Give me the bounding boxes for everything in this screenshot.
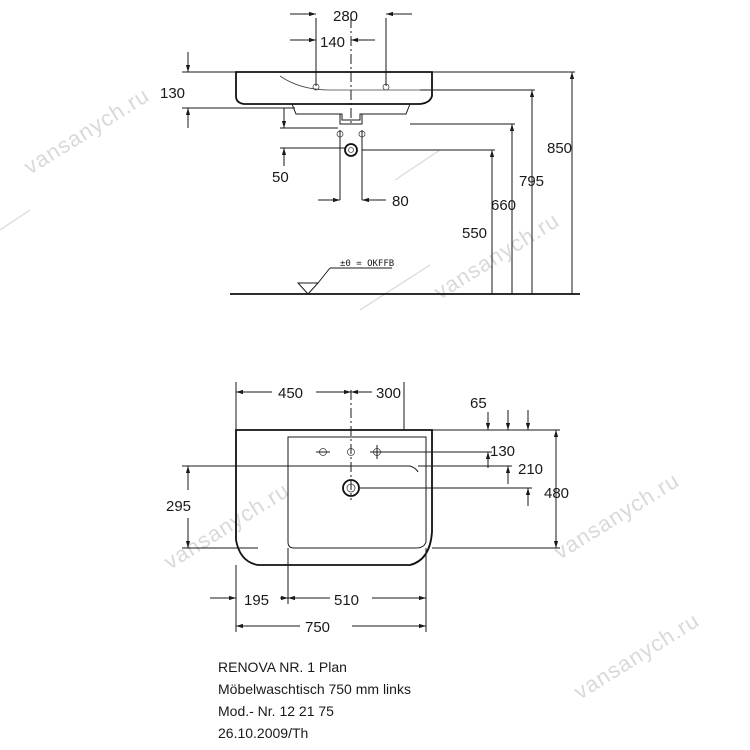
floor-label: ±0 = OKFFB: [340, 259, 394, 269]
top-view: 450 300 65 130 210 480 295: [166, 382, 569, 636]
dim-140: 140: [320, 34, 345, 51]
dim-550: 550: [462, 225, 487, 242]
dim-295: 295: [166, 498, 191, 515]
dim-130-top: 130: [490, 443, 515, 460]
dim-195: 195: [244, 592, 269, 609]
dim-300: 300: [376, 385, 401, 402]
dim-480: 480: [544, 485, 569, 502]
watermark-text-2: vansanych.ru: [429, 207, 563, 304]
dim-450: 450: [278, 385, 303, 402]
basin-top-outline: [235, 429, 433, 566]
title-line-4: 26.10.2009/Th: [218, 725, 308, 741]
dim-50: 50: [272, 169, 289, 186]
basin-side-outline: [235, 71, 433, 105]
dim-750: 750: [305, 619, 330, 636]
watermark-text-4: vansanych.ru: [569, 607, 703, 704]
title-line-1: RENOVA NR. 1 Plan: [218, 659, 347, 675]
dim-510: 510: [334, 592, 359, 609]
watermark-text-3: vansanych.ru: [159, 477, 293, 574]
dim-210: 210: [518, 461, 543, 478]
watermark-text-5: vansanych.ru: [549, 467, 683, 564]
dim-660: 660: [491, 197, 516, 214]
dim-80: 80: [392, 193, 409, 210]
title-line-2: Möbelwaschtisch 750 mm links: [218, 681, 411, 697]
dim-280: 280: [333, 8, 358, 25]
title-line-3: Mod.- Nr. 12 21 75: [218, 703, 334, 719]
dim-795: 795: [519, 173, 544, 190]
dim-850: 850: [547, 140, 572, 157]
title-block: RENOVA NR. 1 Plan Möbelwaschtisch 750 mm…: [218, 659, 411, 741]
dim-130-side: 130: [160, 85, 185, 102]
watermark: vansanych.ru vansanych.ru vansanych.ru v…: [0, 82, 704, 704]
watermark-text-1: vansanych.ru: [19, 82, 153, 179]
side-view: 280 140 130 50 80 550: [160, 8, 580, 295]
dim-65: 65: [470, 395, 487, 412]
